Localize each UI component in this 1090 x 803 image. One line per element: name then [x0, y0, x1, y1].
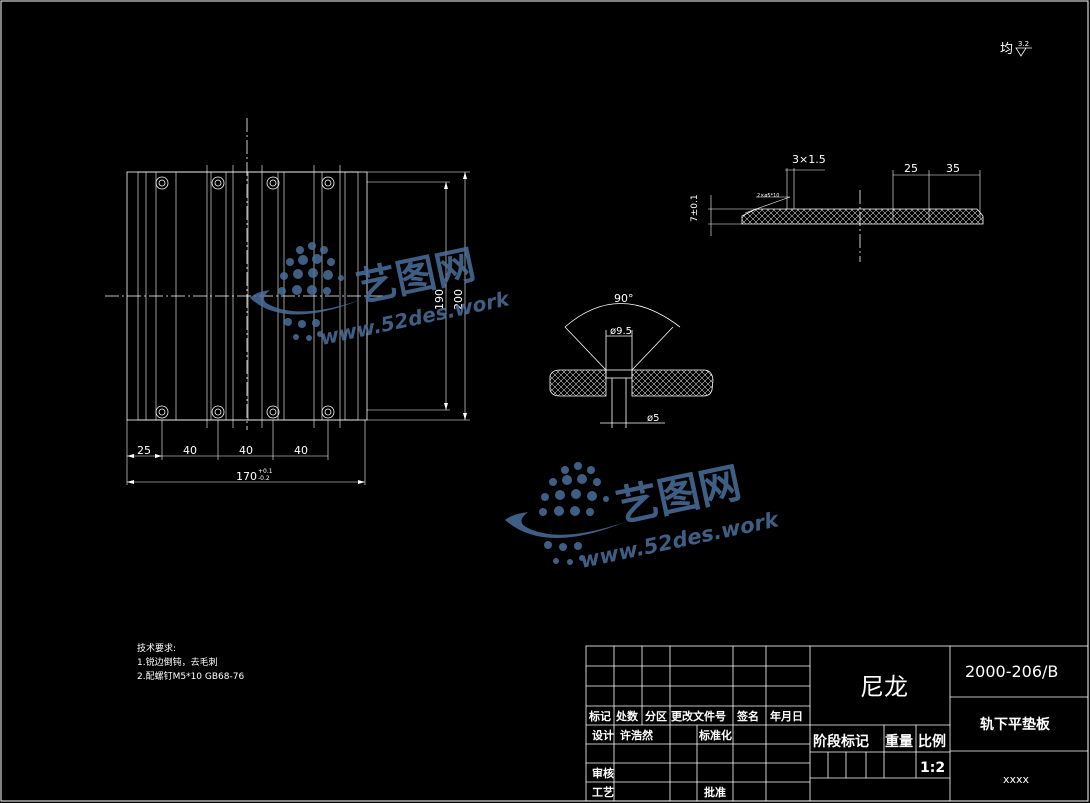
check-label: 审核: [592, 766, 614, 780]
hole-note-text: 2×ø5*10: [757, 193, 779, 199]
process-label: 工艺: [592, 785, 614, 799]
header-signature: 签名: [736, 709, 759, 723]
header-count: 处数: [615, 709, 639, 723]
detail-view: [549, 303, 714, 428]
surface-note-text: 均: [1000, 42, 1013, 57]
dim-text-chamfer: 3×1.5: [792, 153, 826, 166]
side-view-section: [741, 208, 984, 225]
tech-req-item-1: 1.锐边倒钝，去毛刺: [137, 656, 218, 668]
weight-label: 重量: [885, 733, 913, 750]
top-view: [105, 118, 470, 485]
scale-value: 1:2: [920, 760, 945, 776]
dim-text-side-25: 25: [904, 162, 918, 175]
side-view: [708, 168, 984, 262]
dim-text-190: 190: [433, 289, 446, 310]
designer-name: 许浩然: [620, 728, 653, 742]
header-mark: 标记: [588, 709, 611, 723]
side-view-dim-texts: 3×1.5 7±0.1 2×ø5*10 25 35: [690, 153, 960, 222]
drawing-number: 2000-206/B: [965, 662, 1058, 681]
dim-text-hole: ø5: [647, 413, 659, 424]
dim-text-25: 25: [137, 444, 151, 457]
part-name: 轨下平垫板: [980, 716, 1051, 733]
dim-text-40-a: 40: [183, 444, 197, 457]
surface-finish-note: 均 3.2: [1000, 40, 1032, 57]
stage-label: 阶段标记: [813, 733, 869, 750]
top-view-dim-texts: 25 40 40 40 170 +0.1 -0.2 190 200: [137, 289, 465, 483]
watermark-globe-icon-2: [505, 462, 625, 565]
dim-text-40-b: 40: [239, 444, 253, 457]
technical-requirements: 技术要求: 1.锐边倒钝，去毛刺 2.配螺钉M5*10 GB68-76: [137, 642, 244, 682]
approve-label: 批准: [704, 785, 726, 799]
surface-roughness-value: 3.2: [1018, 40, 1029, 48]
dim-text-40-c: 40: [294, 444, 308, 457]
title-block: [585, 645, 1089, 802]
dim-tol-lower: -0.2: [258, 475, 270, 482]
dim-text-angle: 90°: [614, 292, 634, 305]
watermark-globe-icon: [250, 242, 360, 341]
dim-arrows: [127, 172, 467, 484]
tech-req-title: 技术要求:: [137, 642, 176, 654]
dim-text-side-35: 35: [946, 162, 960, 175]
header-date: 年月日: [770, 709, 803, 723]
standardization-label: 标准化: [698, 728, 732, 742]
material-text: 尼龙: [860, 673, 908, 701]
detail-view-dim-texts: 90° ø9.5 ø5: [610, 292, 659, 424]
tech-req-item-2: 2.配螺钉M5*10 GB68-76: [137, 671, 244, 682]
top-view-holes: [155, 176, 335, 419]
company-name: xxxx: [1003, 773, 1030, 786]
dim-text-170: 170: [236, 470, 257, 483]
top-view-dim-extensions: [126, 420, 366, 485]
dim-tol-upper: +0.1: [258, 468, 273, 475]
title-block-texts: 标记 处数 分区 更改文件号 签名 年月日 设计 许浩然 标准化 审核 工艺 批…: [588, 662, 1058, 799]
scale-label: 比例: [918, 733, 946, 750]
dim-text-thickness: 7±0.1: [690, 194, 700, 222]
watermark-2: 艺图网 www.52des.work: [505, 458, 783, 573]
dim-text-counterbore: ø9.5: [610, 326, 632, 337]
dim-text-200: 200: [452, 289, 465, 310]
header-change-doc: 更改文件号: [671, 709, 726, 723]
header-zone: 分区: [645, 709, 667, 723]
top-view-groove-lines: [145, 165, 346, 428]
design-label: 设计: [592, 728, 614, 742]
roughness-symbol-icon: [1015, 47, 1032, 57]
